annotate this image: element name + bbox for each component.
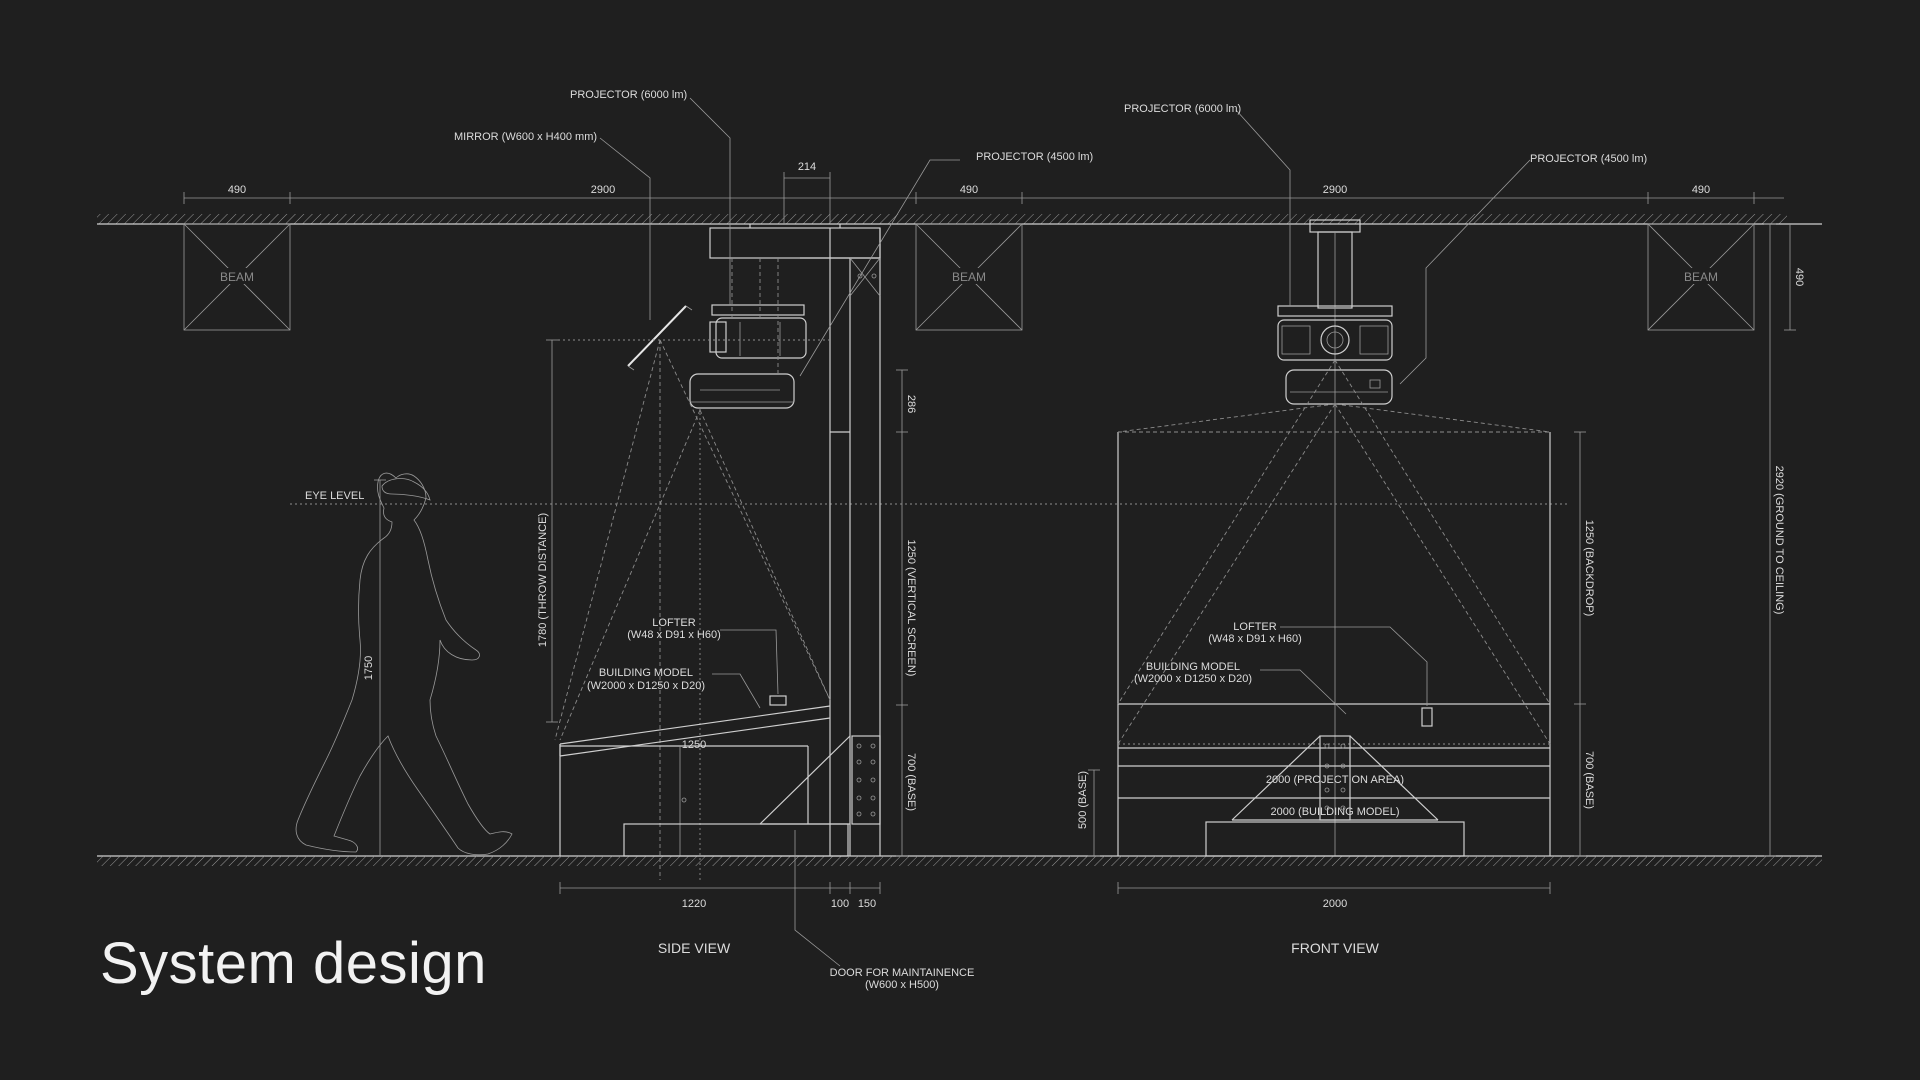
- d500-base-dim: 500 (BASE): [1077, 771, 1089, 829]
- building-model-dim: 2000 (BUILDING MODEL): [1271, 806, 1400, 818]
- side-model-label-2: (W2000 x D1250 x D20): [587, 680, 705, 692]
- side-lofter-label-1: LOFTER: [652, 617, 695, 629]
- svg-text:BEAM: BEAM: [952, 270, 986, 284]
- side-projector-4500-label: PROJECTOR (4500 lm): [976, 151, 1093, 163]
- side-view: 214: [454, 89, 1093, 991]
- front-lofter-label-1: LOFTER: [1233, 621, 1276, 633]
- ceiling: [97, 214, 1822, 225]
- door-label-1: DOOR FOR MAINTAINENCE: [830, 967, 975, 979]
- projection-area-dim: 2000 (PROJECTION AREA): [1266, 774, 1404, 786]
- dim-286: 286: [905, 395, 917, 413]
- beam-middle: BEAM: [915, 223, 1023, 331]
- svg-text:EYE LEVEL: EYE LEVEL: [305, 490, 364, 502]
- front-view-label: FRONT VIEW: [1291, 940, 1379, 956]
- side-lofter-label-2: (W48 x D91 x H60): [627, 629, 721, 641]
- floor: [97, 855, 1822, 866]
- front-model-label-1: BUILDING MODEL: [1146, 661, 1240, 673]
- side-projector-6000-label: PROJECTOR (6000 lm): [570, 89, 687, 101]
- door-label-2: (W600 x H500): [865, 979, 939, 991]
- front-model-label-2: (W2000 x D1250 x D20): [1134, 673, 1252, 685]
- front-base-dim: 700 (BASE): [1583, 751, 1595, 809]
- mirror-label: MIRROR (W600 x H400 mm): [454, 131, 597, 143]
- dim-2900-a: 2900: [591, 184, 615, 196]
- dim-1220: 1220: [682, 898, 706, 910]
- model-1250-dim: 1250: [682, 739, 706, 751]
- eye-level-line: EYE LEVEL: [290, 490, 1570, 505]
- vertical-screen-dim: 1250 (VERTICAL SCREEN): [905, 540, 917, 677]
- front-projector-4500: [1285, 369, 1393, 405]
- backdrop-dim: 1250 (BACKDROP): [1583, 520, 1595, 617]
- side-view-label: SIDE VIEW: [658, 940, 731, 956]
- beam-right: BEAM: [1647, 223, 1755, 331]
- side-model-label-1: BUILDING MODEL: [599, 667, 693, 679]
- dim-490-c: 490: [1692, 184, 1710, 196]
- side-lofter-box: [769, 695, 787, 706]
- person-height-dim: 1750: [363, 656, 375, 680]
- top-dimension-line: 490 2900 490 2900 490: [183, 184, 1784, 204]
- dim-490-b: 490: [960, 184, 978, 196]
- dim-150: 150: [858, 898, 876, 910]
- svg-text:BEAM: BEAM: [1684, 270, 1718, 284]
- front-lofter-label-2: (W48 x D91 x H60): [1208, 633, 1302, 645]
- front-490-dim: 490: [1793, 268, 1805, 286]
- throw-distance-dim: 1780 (THROW DISTANCE): [537, 513, 549, 647]
- dim-214: 214: [798, 161, 816, 173]
- beam-left: BEAM: [183, 223, 291, 331]
- front-view: 2000 (PROJECTION AREA) 2000 (BUILDING MO…: [1077, 103, 1805, 956]
- dim-490-a: 490: [228, 184, 246, 196]
- person-silhouette: 1750: [295, 472, 513, 856]
- dim-2900-b: 2900: [1323, 184, 1347, 196]
- front-projector-6000-label: PROJECTOR (6000 lm): [1124, 103, 1241, 115]
- svg-text:BEAM: BEAM: [220, 270, 254, 284]
- front-2000-dim: 2000: [1323, 898, 1347, 910]
- dim-100: 100: [831, 898, 849, 910]
- side-base-dim: 700 (BASE): [905, 753, 917, 811]
- page-title: System design: [100, 931, 487, 996]
- front-projector-4500-label: PROJECTOR (4500 lm): [1530, 153, 1647, 165]
- ceiling-dim: 2920 (GROUND TO CEILING): [1773, 466, 1785, 615]
